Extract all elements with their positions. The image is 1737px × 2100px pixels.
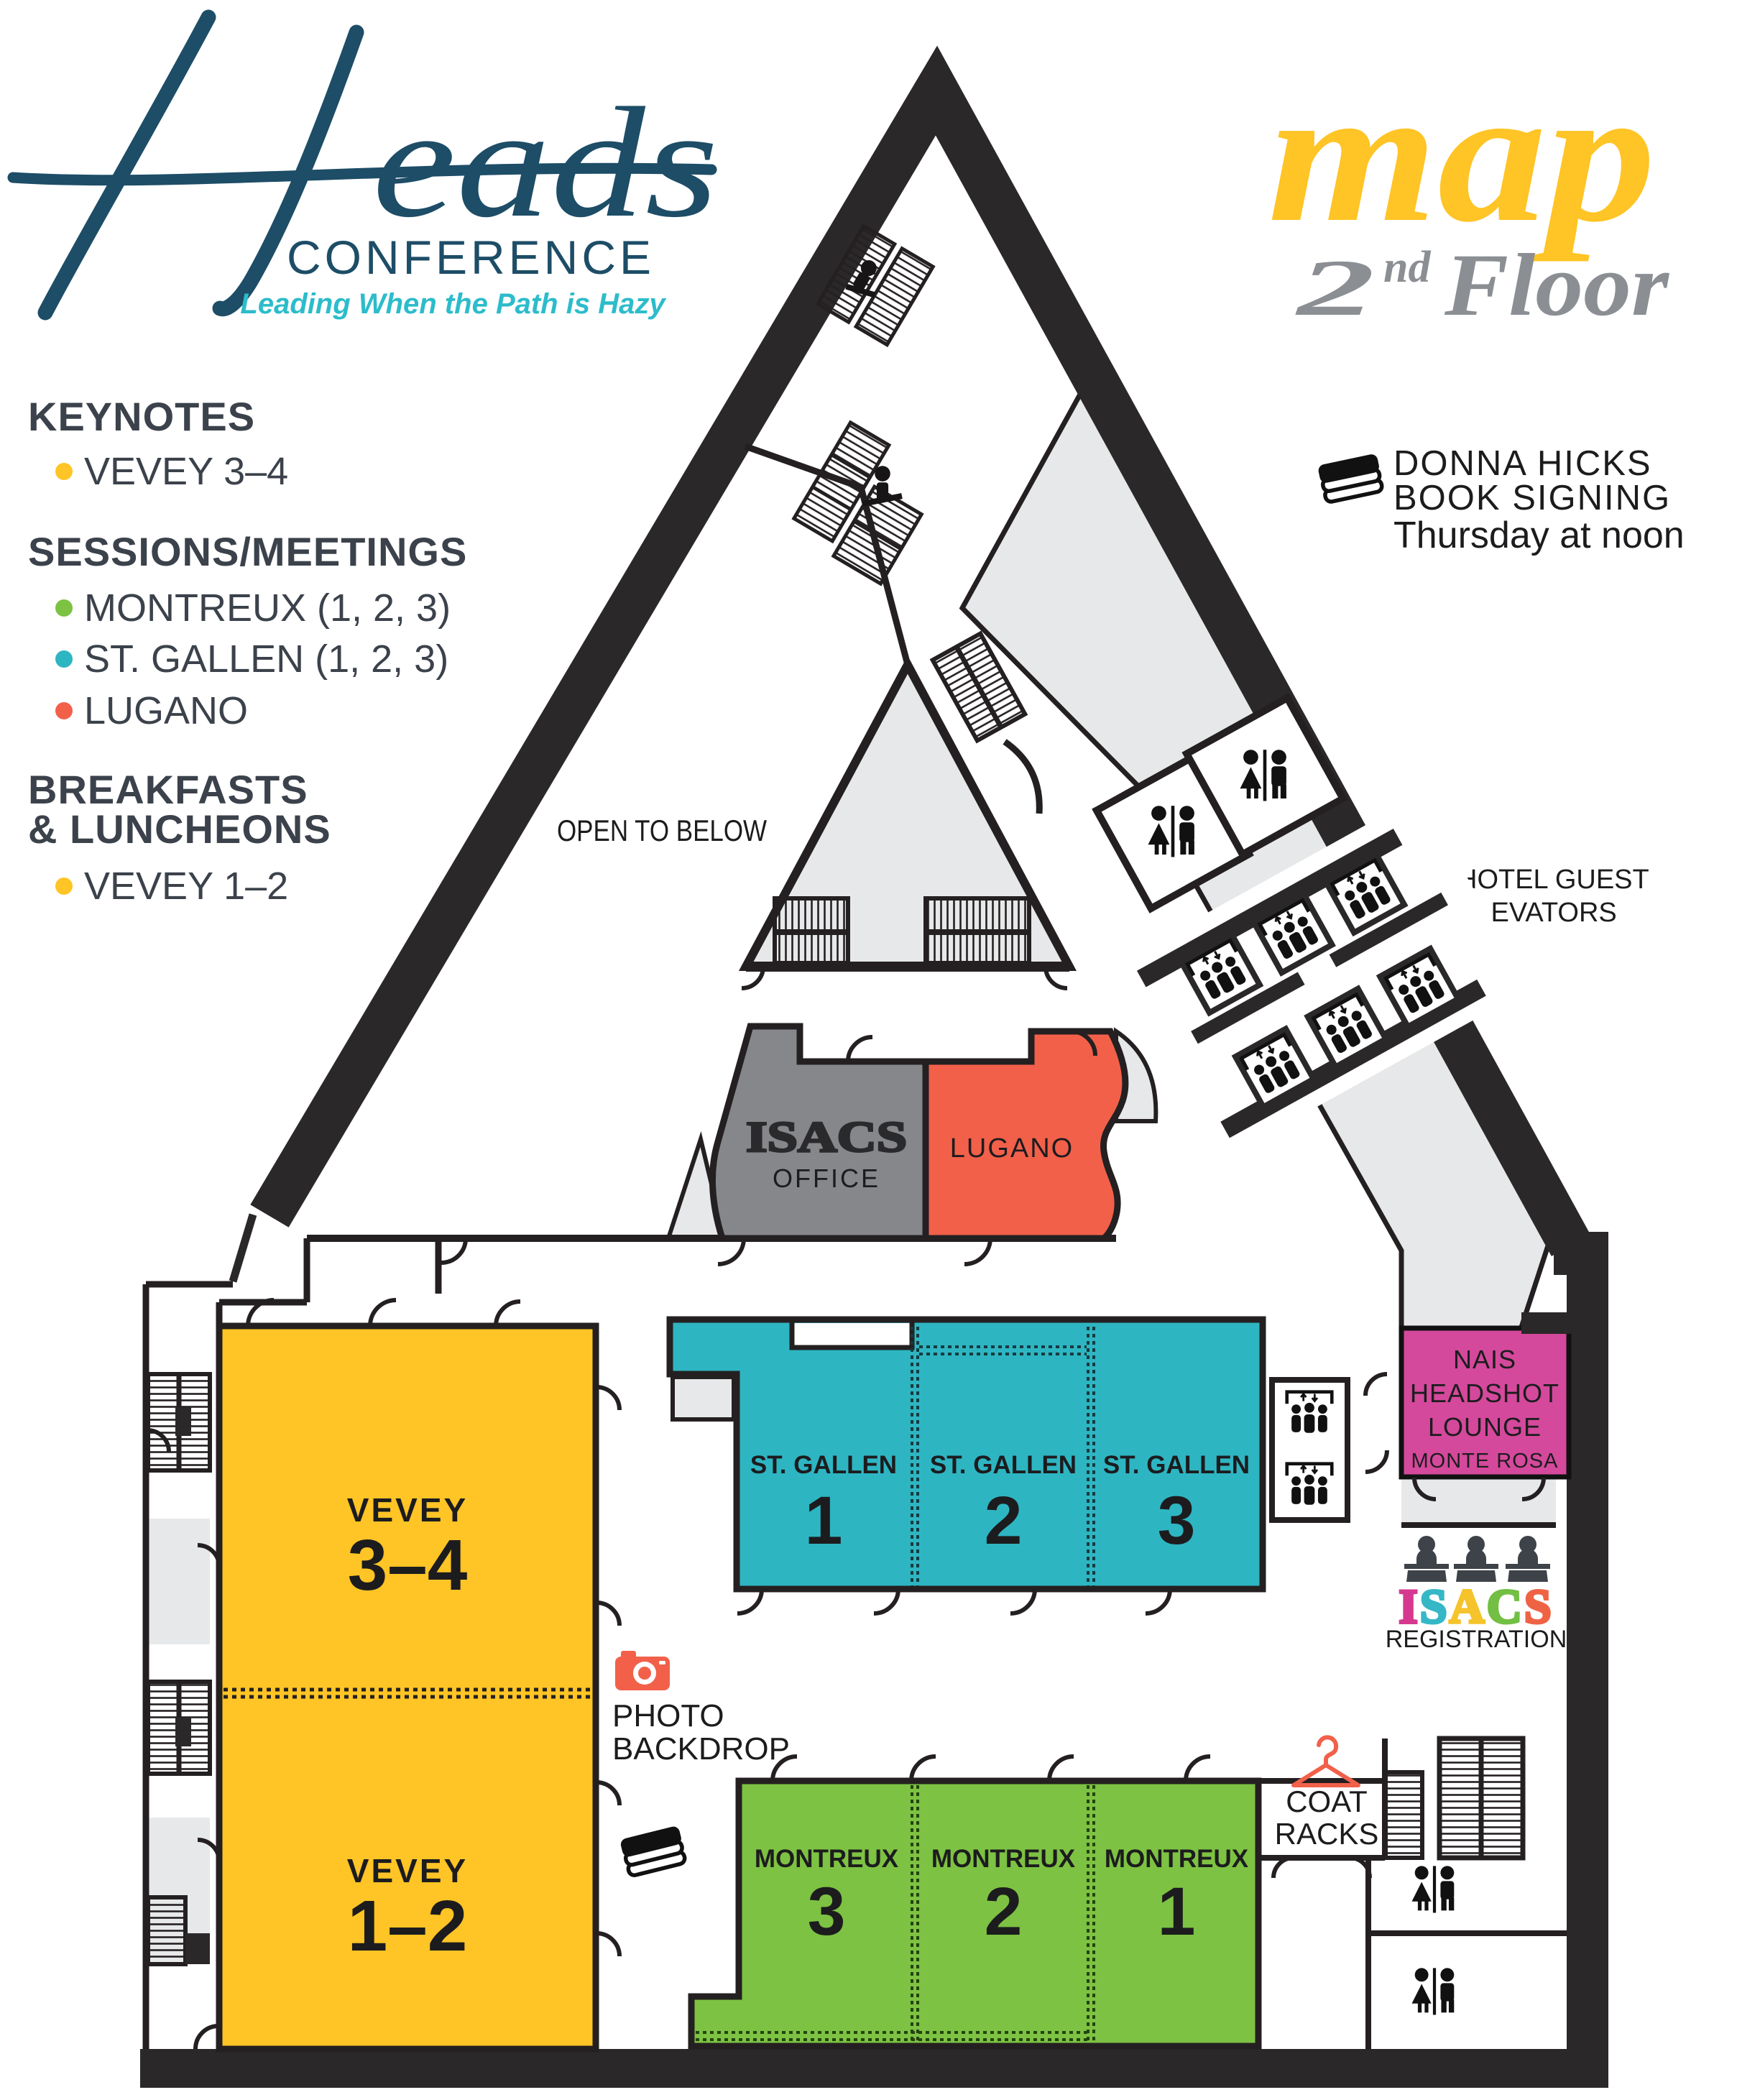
- svg-text:ST. GALLEN: ST. GALLEN: [750, 1451, 897, 1479]
- svg-text:ST. GALLEN: ST. GALLEN: [1103, 1451, 1250, 1479]
- svg-text:Thursday at noon: Thursday at noon: [1393, 515, 1685, 556]
- svg-text:MONTREUX: MONTREUX: [1105, 1845, 1249, 1873]
- svg-text:eads: eads: [372, 75, 719, 250]
- svg-text:1–2: 1–2: [348, 1886, 468, 1966]
- svg-text:KEYNOTES: KEYNOTES: [28, 394, 255, 439]
- svg-text:OPEN TO BELOW: OPEN TO BELOW: [557, 814, 767, 847]
- svg-text:RACKS: RACKS: [1275, 1817, 1379, 1851]
- svg-text:2: 2: [985, 1483, 1023, 1559]
- svg-text:ISACS: ISACS: [1399, 1579, 1553, 1634]
- svg-text:HOTEL GUEST: HOTEL GUEST: [1457, 865, 1649, 895]
- svg-text:Leading When the Path is Hazy: Leading When the Path is Hazy: [240, 288, 666, 320]
- svg-text:1: 1: [805, 1483, 843, 1559]
- svg-text:nd: nd: [1383, 243, 1431, 292]
- svg-text:CONFERENCE: CONFERENCE: [287, 231, 655, 284]
- svg-text:MONTE ROSA: MONTE ROSA: [1411, 1450, 1559, 1473]
- svg-text:NAIS: NAIS: [1453, 1345, 1516, 1374]
- svg-text:2: 2: [1294, 244, 1375, 333]
- svg-text:MONTREUX (1, 2, 3): MONTREUX (1, 2, 3): [84, 586, 451, 630]
- svg-text:3–4: 3–4: [348, 1525, 468, 1606]
- svg-text:REGISTRATION: REGISTRATION: [1386, 1626, 1567, 1653]
- svg-text:1: 1: [1158, 1874, 1196, 1950]
- svg-text:BACKDROP: BACKDROP: [612, 1731, 790, 1767]
- svg-text:OFFICE: OFFICE: [773, 1164, 880, 1193]
- svg-text:DONNA HICKS: DONNA HICKS: [1393, 444, 1652, 483]
- svg-text:MONTREUX: MONTREUX: [931, 1845, 1076, 1873]
- svg-text:map: map: [1268, 47, 1656, 262]
- svg-text:2: 2: [985, 1874, 1023, 1950]
- svg-text:ISACS: ISACS: [746, 1113, 907, 1161]
- svg-text:3: 3: [808, 1874, 846, 1950]
- svg-text:LOUNGE: LOUNGE: [1428, 1412, 1542, 1442]
- svg-text:PHOTO: PHOTO: [612, 1698, 724, 1733]
- svg-text:VEVEY 3–4: VEVEY 3–4: [84, 450, 288, 493]
- svg-text:Floor: Floor: [1444, 236, 1670, 334]
- svg-text:HEADSHOT: HEADSHOT: [1410, 1378, 1559, 1408]
- svg-text:SESSIONS/MEETINGS: SESSIONS/MEETINGS: [28, 529, 467, 574]
- svg-text:ST. GALLEN (1, 2, 3): ST. GALLEN (1, 2, 3): [84, 637, 448, 681]
- svg-text:ST. GALLEN: ST. GALLEN: [930, 1451, 1077, 1479]
- svg-text:BOOK SIGNING: BOOK SIGNING: [1393, 479, 1671, 517]
- svg-text:VEVEY: VEVEY: [347, 1852, 468, 1889]
- svg-text:VEVEY: VEVEY: [347, 1491, 468, 1529]
- svg-text:COAT: COAT: [1286, 1784, 1368, 1818]
- svg-text:VEVEY 1–2: VEVEY 1–2: [84, 865, 288, 908]
- svg-text:& LUNCHEONS: & LUNCHEONS: [28, 806, 331, 852]
- svg-text:MONTREUX: MONTREUX: [755, 1845, 899, 1873]
- svg-text:LUGANO: LUGANO: [84, 689, 248, 732]
- svg-text:3: 3: [1158, 1483, 1196, 1559]
- svg-text:BREAKFASTS: BREAKFASTS: [28, 767, 308, 812]
- svg-text:LUGANO: LUGANO: [950, 1133, 1074, 1164]
